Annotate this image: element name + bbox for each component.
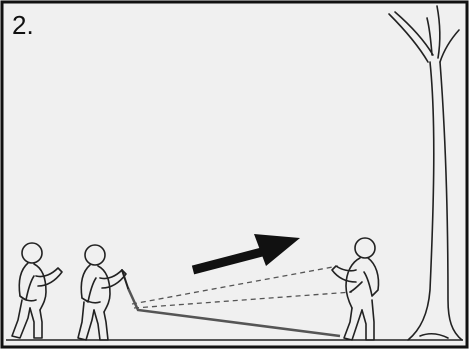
tree-icon <box>388 5 463 341</box>
step-number-label: 2. <box>12 10 34 40</box>
person-icon-left <box>11 242 63 339</box>
rope-icon <box>126 287 341 338</box>
person-icon-right <box>331 237 380 341</box>
person-icon-middle <box>77 244 129 341</box>
dashed-pull-lines <box>131 265 353 309</box>
direction-arrow-icon <box>191 234 300 275</box>
